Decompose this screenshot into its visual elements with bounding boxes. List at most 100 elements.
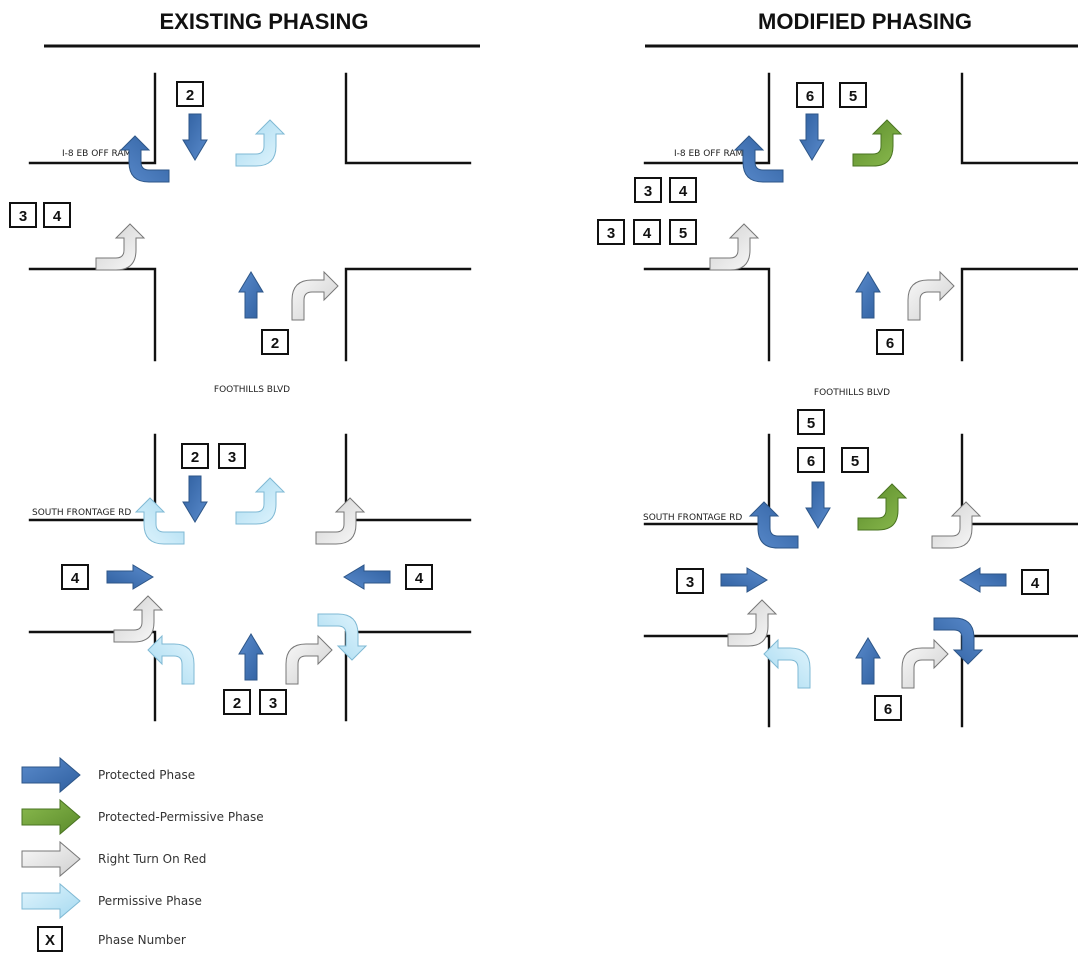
phase-box-group: 6 [876, 329, 904, 355]
southbound-through-arrow-icon [182, 475, 208, 523]
phase-box-group: 5 6 5 [797, 409, 869, 473]
phase-box-group: 4 [1021, 569, 1049, 595]
phase-number: 3 [607, 225, 615, 242]
eastbound-right-turn-on-red-arrow-icon [709, 223, 759, 271]
legend-item: Protected-Permissive Phase [21, 798, 264, 836]
phase-box [61, 564, 89, 590]
phase-box [841, 447, 869, 473]
phase-box [669, 177, 697, 203]
phase-box [218, 443, 246, 469]
phase-number-symbol: X [45, 932, 55, 949]
northbound-right-turn-on-red-arrow-icon [291, 271, 339, 321]
southbound-permissive-turn-arrow-icon [235, 477, 285, 525]
phase-box [176, 81, 204, 107]
phase-box-group: 3 [676, 568, 704, 594]
phase-box-group: 2 [261, 329, 289, 355]
curb [643, 72, 771, 165]
southbound-protected-permissive-turn-arrow-icon [857, 483, 907, 531]
existing-bottom-intersection: SOUTH FRONTAGE RD 2 3 4 4 [28, 433, 472, 722]
northbound-through-arrow-icon [238, 633, 264, 681]
curb [344, 267, 472, 362]
phase-box [876, 329, 904, 355]
phase-box-group: 4 [61, 564, 89, 590]
phase-box-group: 3 4 [634, 177, 697, 203]
phase-box [669, 219, 697, 245]
phase-box [597, 219, 625, 245]
phase-number: 3 [269, 695, 277, 712]
phase-number: 6 [886, 335, 894, 352]
curb [960, 267, 1078, 362]
modified-top-intersection: I-8 EB OFF RAMP 6 5 3 4 3 4 5 [597, 72, 1078, 362]
modified-phasing-title: MODIFIED PHASING [758, 9, 972, 34]
phase-box [797, 447, 825, 473]
phase-box [405, 564, 433, 590]
curb [344, 433, 472, 522]
phase-box [796, 82, 824, 108]
phase-number: 2 [191, 449, 199, 466]
eastbound-left-turn-arrow-icon [120, 135, 170, 183]
westbound-through-arrow-icon [343, 564, 391, 590]
phase-box-group: 3 4 5 [597, 219, 697, 245]
existing-phasing-title: EXISTING PHASING [159, 9, 368, 34]
phase-box-group: 6 [874, 695, 902, 721]
legend-item: Permissive Phase [21, 882, 202, 920]
legend-label: Phase Number [98, 933, 186, 947]
eastbound-through-arrow-icon [720, 567, 768, 593]
phase-number: 3 [686, 574, 694, 591]
phase-number: 6 [807, 453, 815, 470]
phase-number: 4 [679, 183, 688, 200]
street-label-i8-ramp: I-8 EB OFF RAMP [62, 149, 137, 159]
phase-number-symbol-box [37, 926, 63, 952]
phase-number: 6 [806, 88, 814, 105]
legend-item: Protected Phase [21, 756, 195, 794]
phase-box-group: 2 3 [223, 689, 287, 715]
curb [28, 72, 157, 165]
street-label-i8-ramp: I-8 EB OFF RAMP [674, 149, 749, 159]
eastbound-left-turn-arrow-icon [734, 135, 784, 183]
phase-number: 4 [71, 570, 80, 587]
phase-box [223, 689, 251, 715]
phase-number: 4 [415, 570, 424, 587]
phase-box [259, 689, 287, 715]
northbound-right-turn-on-red-arrow-icon [901, 639, 949, 689]
phase-box [9, 202, 37, 228]
phase-number: 2 [233, 695, 241, 712]
phase-number: 3 [644, 183, 652, 200]
phase-number: 2 [271, 335, 279, 352]
eastbound-through-arrow-icon [106, 564, 154, 590]
northbound-permissive-left-arrow-icon [763, 639, 811, 689]
phase-number: 2 [186, 87, 194, 104]
phase-number: 3 [19, 208, 27, 225]
phase-box [633, 219, 661, 245]
curb [643, 433, 771, 526]
phase-number: 4 [643, 225, 652, 242]
legend-label: Protected-Permissive Phase [98, 810, 264, 824]
legend-label: Permissive Phase [98, 894, 202, 908]
phase-box [797, 409, 825, 435]
phase-box [181, 443, 209, 469]
phase-number: 4 [53, 208, 62, 225]
curb [28, 267, 157, 362]
protected-phase-arrow-icon [21, 756, 81, 794]
curb [643, 267, 771, 362]
modified-bottom-intersection: SOUTH FRONTAGE RD 5 6 5 3 4 [643, 409, 1078, 728]
protected-permissive-phase-arrow-icon [21, 798, 81, 836]
existing-top-intersection: I-8 EB OFF RAMP 2 3 4 2 [9, 72, 472, 362]
curb [960, 72, 1078, 165]
curb [28, 630, 157, 722]
phase-number: 3 [228, 449, 236, 466]
phase-box-group: 6 5 [796, 82, 867, 108]
permissive-phase-arrow-icon [21, 882, 81, 920]
phase-box [676, 568, 704, 594]
phase-number: 6 [884, 701, 892, 718]
northbound-through-arrow-icon [855, 637, 881, 685]
curb [344, 72, 472, 165]
northbound-through-arrow-icon [855, 271, 881, 319]
phase-box-group: 2 [176, 81, 204, 107]
southbound-through-arrow-icon [799, 113, 825, 161]
phase-box [874, 695, 902, 721]
legend: Protected Phase Protected-Permissive Pha… [21, 756, 264, 952]
phase-number: 5 [851, 453, 859, 470]
street-label-south-frontage: SOUTH FRONTAGE RD [32, 508, 131, 518]
